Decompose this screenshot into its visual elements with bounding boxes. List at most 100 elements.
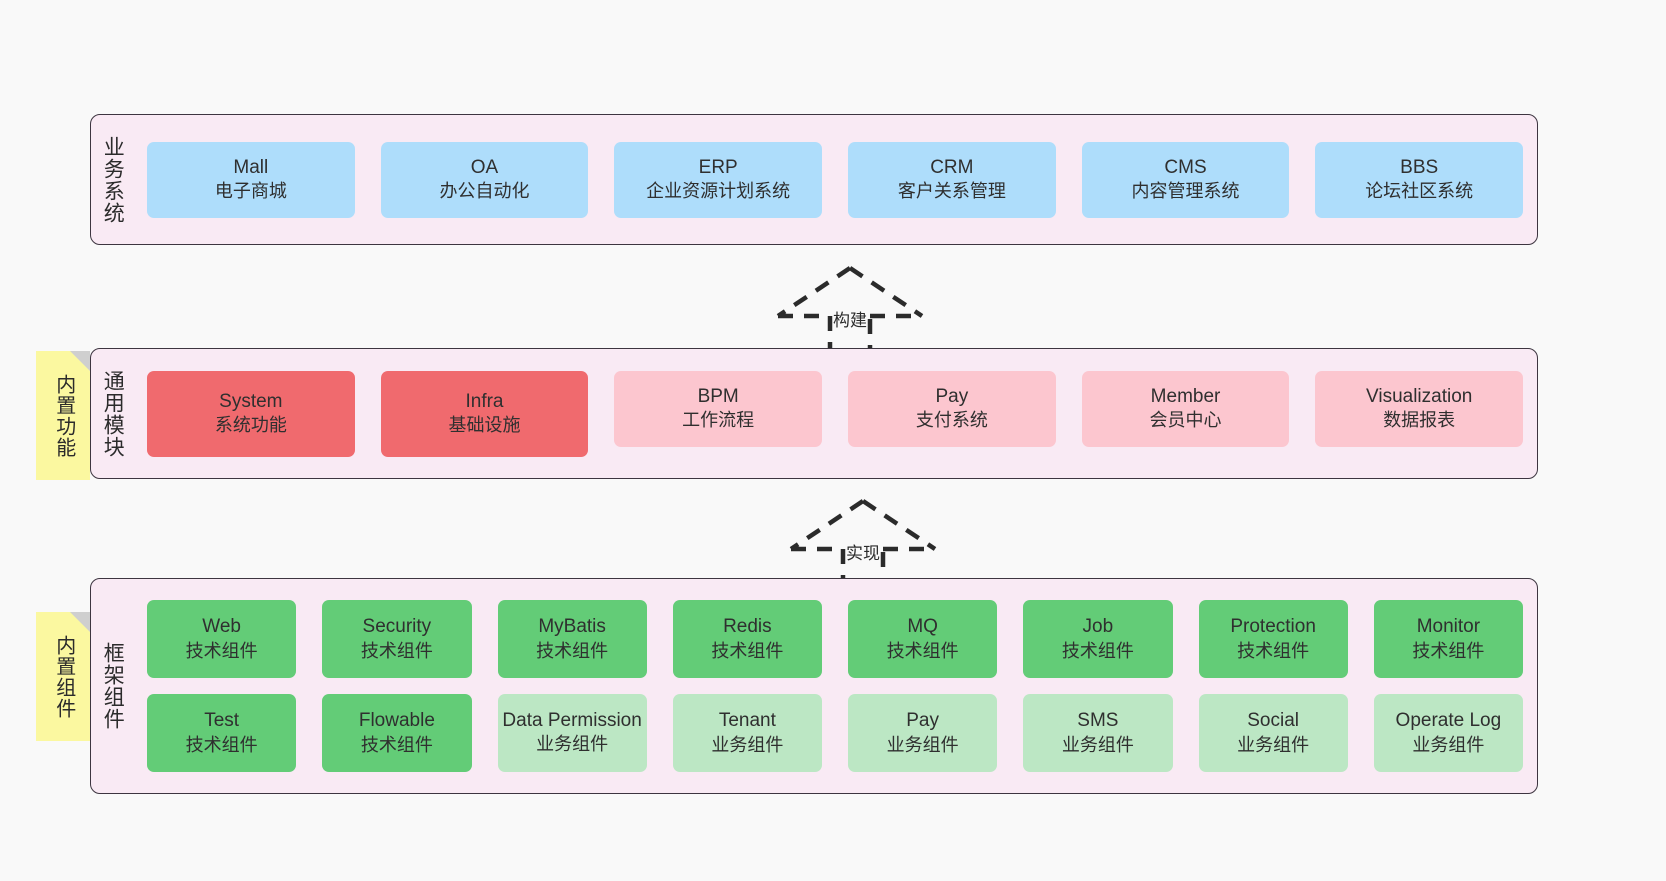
card-test[interactable]: Test 技术组件 [147,694,297,772]
layer-body-business-system: Mall 电子商城 OA 办公自动化 ERP 企业资源计划系统 CRM 客户关系… [133,115,1537,244]
card-bpm-desc: 工作流程 [682,410,755,431]
card-member-name: Member [1150,385,1221,407]
card-redis-desc: 技术组件 [711,640,784,661]
card-job-desc: 技术组件 [1061,640,1134,661]
card-visualization[interactable]: Visualization 数据报表 [1315,370,1524,447]
note-builtin-features: 内置功能 [36,351,90,480]
card-sms[interactable]: SMS 业务组件 [1023,694,1173,772]
connector-implement-label: 实现 [846,544,880,563]
card-sms-desc: 业务组件 [1061,734,1134,755]
card-visualization-name: Visualization [1366,385,1473,407]
card-mall-desc: 电子商城 [214,181,287,202]
card-mq[interactable]: MQ 技术组件 [848,600,998,678]
card-bpm[interactable]: BPM 工作流程 [614,370,823,447]
card-infra-name: Infra [465,390,504,412]
card-infra[interactable]: Infra 基础设施 [380,370,589,457]
card-data-permission-name: Data Permission [502,710,642,732]
card-bbs[interactable]: BBS 论坛社区系统 [1315,141,1524,218]
card-mall[interactable]: Mall 电子商城 [147,141,355,218]
card-mall-name: Mall [233,156,269,178]
card-social[interactable]: Social 业务组件 [1198,694,1348,772]
card-monitor-name: Monitor [1416,616,1481,638]
layer-body-framework-components: Web 技术组件 Security 技术组件 MyBatis 技术组件 Redi… [133,579,1537,793]
card-flowable[interactable]: Flowable 技术组件 [322,694,472,772]
card-erp-name: ERP [698,156,738,178]
card-cms-name: CMS [1164,156,1207,178]
card-protection-name: Protection [1230,616,1316,638]
card-visualization-desc: 数据报表 [1383,410,1456,431]
card-member[interactable]: Member 会员中心 [1081,370,1290,447]
card-flowable-desc: 技术组件 [360,734,433,755]
card-sms-name: SMS [1077,710,1119,732]
card-cms[interactable]: CMS 内容管理系统 [1081,141,1290,218]
card-security[interactable]: Security 技术组件 [322,600,472,678]
note-fold-corner-icon [70,612,90,632]
card-system-name: System [219,390,283,412]
connector-build: 构建 [760,262,940,362]
note-builtin-components-label: 内置组件 [52,634,75,719]
card-oa-desc: 办公自动化 [439,181,530,202]
card-test-desc: 技术组件 [185,734,258,755]
card-protection-desc: 技术组件 [1237,640,1310,661]
card-web-desc: 技术组件 [185,640,258,661]
card-web-name: Web [202,616,241,638]
card-social-name: Social [1247,710,1299,732]
card-mybatis-name: MyBatis [538,616,606,638]
note-fold-corner-icon [70,351,90,371]
card-mq-name: MQ [907,616,938,638]
card-crm[interactable]: CRM 客户关系管理 [848,141,1056,218]
card-test-name: Test [204,710,240,732]
card-oa[interactable]: OA 办公自动化 [380,141,589,218]
layer-common-modules: 通用模块 System 系统功能 Infra 基础设施 BPM 工作流程 Pay [90,348,1538,479]
layer-framework-components: 框架组件 Web 技术组件 Security 技术组件 MyBatis 技术组件… [90,578,1538,794]
note-builtin-components: 内置组件 [36,612,90,741]
card-pay-module[interactable]: Pay 支付系统 [848,370,1056,447]
card-erp-desc: 企业资源计划系统 [646,181,791,202]
card-job-name: Job [1082,616,1114,638]
card-bpm-name: BPM [697,385,739,407]
card-tenant-name: Tenant [718,710,776,732]
layer-body-common-modules: System 系统功能 Infra 基础设施 BPM 工作流程 Pay 支付系统… [133,349,1537,478]
card-protection[interactable]: Protection 技术组件 [1198,600,1348,678]
framework-card-row-1: Web 技术组件 Security 技术组件 MyBatis 技术组件 Redi… [147,600,1523,678]
card-mq-desc: 技术组件 [886,640,959,661]
card-social-desc: 业务组件 [1237,734,1310,755]
card-data-permission[interactable]: Data Permission 业务组件 [497,694,647,772]
card-mybatis-desc: 技术组件 [536,640,609,661]
card-crm-desc: 客户关系管理 [897,181,1006,202]
card-security-desc: 技术组件 [360,640,433,661]
layer-title-business-system: 业务系统 [101,135,125,224]
card-operate-log-name: Operate Log [1395,710,1502,732]
card-oa-name: OA [470,156,499,178]
business-card-row: Mall 电子商城 OA 办公自动化 ERP 企业资源计划系统 CRM 客户关系… [147,141,1524,218]
card-pay-module-desc: 支付系统 [915,410,988,431]
card-operate-log-desc: 业务组件 [1412,734,1485,755]
card-crm-name: CRM [930,156,974,178]
card-mybatis[interactable]: MyBatis 技术组件 [497,600,647,678]
card-bbs-name: BBS [1400,156,1439,178]
card-web[interactable]: Web 技术组件 [147,600,297,678]
layer-title-framework-components: 框架组件 [101,642,125,730]
layer-business-system: 业务系统 Mall 电子商城 OA 办公自动化 ERP 企业资源计划系统 CRM [90,114,1538,245]
card-cms-desc: 内容管理系统 [1131,181,1240,202]
card-system-desc: 系统功能 [214,415,287,436]
card-job[interactable]: Job 技术组件 [1023,600,1173,678]
card-redis[interactable]: Redis 技术组件 [672,600,822,678]
card-redis-name: Redis [723,616,772,638]
layer-title-common-modules: 通用模块 [101,369,125,458]
card-data-permission-desc: 业务组件 [536,733,609,754]
card-erp[interactable]: ERP 企业资源计划系统 [614,141,823,218]
card-tenant-desc: 业务组件 [711,734,784,755]
card-operate-log[interactable]: Operate Log 业务组件 [1373,694,1523,772]
note-builtin-features-label: 内置功能 [52,373,75,458]
card-member-desc: 会员中心 [1149,410,1222,431]
card-tenant[interactable]: Tenant 业务组件 [672,694,822,772]
card-security-name: Security [362,616,432,638]
card-system[interactable]: System 系统功能 [147,370,355,457]
card-flowable-name: Flowable [358,710,435,732]
card-monitor[interactable]: Monitor 技术组件 [1373,600,1523,678]
card-pay-component-desc: 业务组件 [886,734,959,755]
card-pay-component[interactable]: Pay 业务组件 [848,694,998,772]
module-card-row: System 系统功能 Infra 基础设施 BPM 工作流程 Pay 支付系统… [147,370,1524,457]
